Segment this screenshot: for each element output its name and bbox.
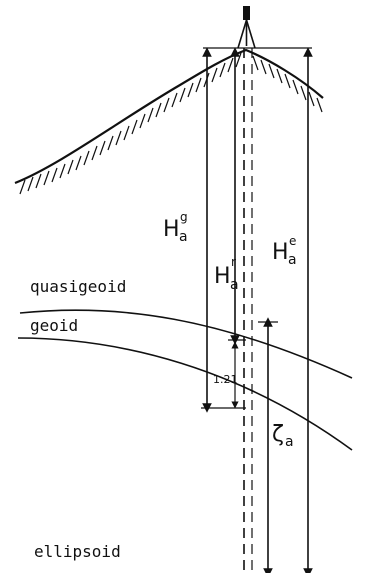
- tripod-icon: [237, 6, 256, 49]
- svg-text:r: r: [231, 255, 236, 269]
- svg-text:a: a: [288, 252, 297, 268]
- svg-text:H: H: [214, 264, 231, 289]
- svg-text:e: e: [289, 234, 296, 248]
- svg-text:a: a: [285, 434, 294, 450]
- quasigeoid-label: quasigeoid: [30, 277, 126, 296]
- ellipsoid-label: ellipsoid: [34, 542, 121, 561]
- svg-text:ζ: ζ: [272, 422, 284, 447]
- terrain-hatching: [19, 52, 323, 195]
- small-dimension-label: 1.21: [213, 373, 238, 386]
- terrain-surface: [14, 48, 324, 185]
- quasigeoid-curve: [19, 309, 353, 379]
- svg-text:H: H: [163, 217, 180, 242]
- Hr-label: H r a: [214, 255, 239, 293]
- geoid-curve: [17, 337, 353, 451]
- svg-text:g: g: [180, 210, 188, 224]
- svg-text:a: a: [179, 229, 188, 245]
- zeta-label: ζ a: [272, 422, 294, 450]
- Hg-label: H g a: [163, 210, 188, 245]
- geoid-label: geoid: [30, 316, 78, 335]
- svg-text:a: a: [230, 277, 239, 293]
- He-label: H e a: [272, 234, 297, 268]
- svg-text:H: H: [272, 240, 289, 265]
